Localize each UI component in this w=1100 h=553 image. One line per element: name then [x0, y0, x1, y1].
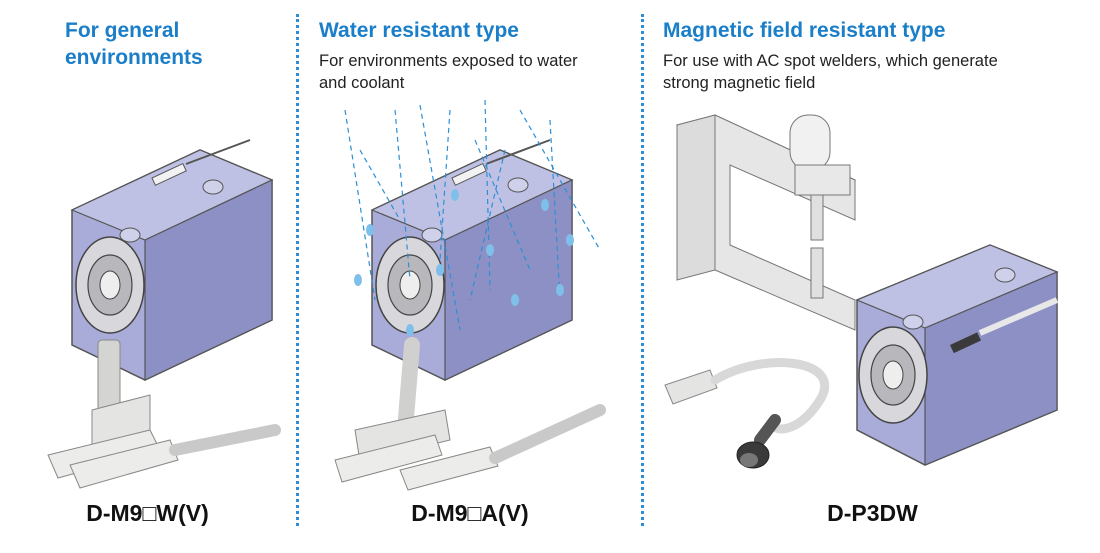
- column-title: Magnetic field resistant type: [663, 19, 946, 42]
- model-number: D-M9□A(V): [411, 500, 529, 526]
- water-product-illustration: [334, 99, 606, 491]
- compact-cylinder-illustration: [855, 244, 1059, 466]
- compact-cylinder-illustration: [370, 139, 574, 381]
- column-description: For use with AC spot welders, which gene…: [663, 52, 998, 92]
- general-product-illustration: [47, 139, 281, 489]
- column-general: For general environments D-M9□W(V): [0, 0, 295, 553]
- column-title: For general environments: [65, 19, 203, 69]
- water-droplets: [354, 189, 574, 336]
- compact-cylinder-illustration: [70, 139, 274, 381]
- column-description: For environments exposed to water and co…: [319, 52, 578, 92]
- auto-switch-sensor-illustration: [334, 337, 606, 491]
- column-title: Water resistant type: [319, 19, 519, 42]
- auto-switch-sensor-illustration: [47, 339, 281, 489]
- column-magnetic-resistant: Magnetic field resistant type For use wi…: [645, 0, 1100, 553]
- column-water-resistant: Water resistant type For environments ex…: [300, 0, 640, 553]
- column-divider: [296, 14, 299, 526]
- connector-cable-illustration: [664, 358, 830, 469]
- magnetic-product-illustration: [664, 114, 1059, 469]
- model-number: D-M9□W(V): [86, 500, 209, 526]
- model-number: D-P3DW: [827, 500, 918, 526]
- column-divider: [641, 14, 644, 526]
- spot-welder-frame-illustration: [675, 114, 857, 331]
- water-drops-illustration: [344, 99, 601, 331]
